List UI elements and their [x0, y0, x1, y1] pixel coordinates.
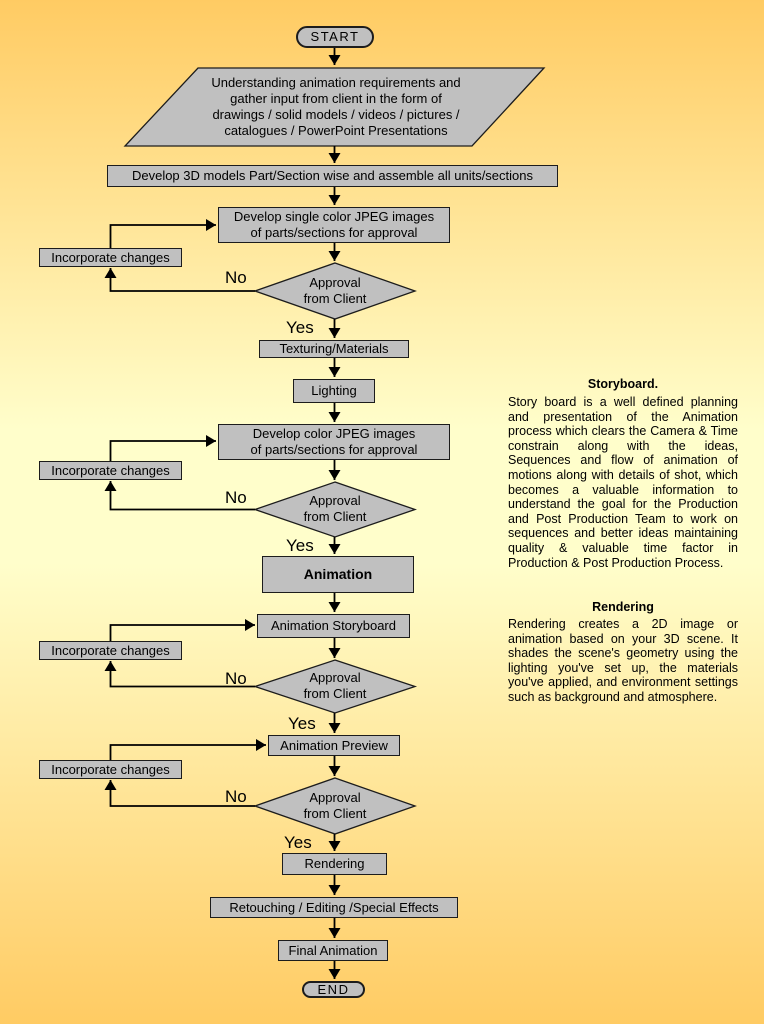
yes-label-1: Yes [286, 318, 314, 337]
animation-preview-node: Animation Preview [268, 735, 400, 756]
single-color-jpeg-node: Develop single color JPEG images of part… [218, 207, 450, 243]
rendering-node: Rendering [282, 853, 387, 875]
incorporate-changes-node-4: Incorporate changes [39, 760, 182, 779]
color-jpeg-node: Develop color JPEG images of parts/secti… [218, 424, 450, 460]
texturing-materials-node: Texturing/Materials [259, 340, 409, 358]
retry-connector [109, 619, 255, 641]
develop-3d-models-node: Develop 3D models Part/Section wise and … [107, 165, 558, 187]
rendering-note-heading: Rendering [592, 600, 654, 614]
approval-label-1: Approval from Client [303, 274, 367, 306]
yes-label-3: Yes [288, 714, 316, 733]
approval-label-3: Approval from Client [303, 669, 367, 701]
requirements-node-label: Understanding animation requirements and… [211, 74, 461, 139]
no-connector [104, 780, 255, 807]
no-label-2: No [225, 488, 247, 507]
rendering-note-body: Rendering creates a 2D image or animatio… [508, 617, 738, 704]
animation-node: Animation [262, 556, 414, 593]
flow-connectors [104, 48, 341, 979]
incorporate-changes-node-1: Incorporate changes [39, 248, 182, 267]
retry-connector [109, 739, 266, 760]
no-label-3: No [225, 669, 247, 688]
storyboard-note-body: Story board is a well defined planning a… [508, 395, 738, 570]
no-label-4: No [225, 787, 247, 806]
no-connector [104, 661, 255, 688]
end-node: END [302, 981, 365, 998]
no-connector [104, 268, 255, 292]
start-node: START [296, 26, 374, 48]
retry-connector [109, 435, 216, 461]
input-parallelogram-shape [123, 67, 546, 147]
retouching-node: Retouching / Editing /Special Effects [210, 897, 458, 918]
approval-label-4: Approval from Client [303, 789, 367, 821]
no-connector [104, 481, 255, 511]
approval-label-2: Approval from Client [303, 492, 367, 524]
no-label-1: No [225, 268, 247, 287]
yes-label-4: Yes [284, 833, 312, 852]
lighting-node: Lighting [293, 379, 375, 403]
retry-connector [109, 219, 216, 248]
storyboard-note-heading: Storyboard. [587, 377, 659, 391]
incorporate-changes-node-3: Incorporate changes [39, 641, 182, 660]
incorporate-changes-node-2: Incorporate changes [39, 461, 182, 480]
yes-label-2: Yes [286, 536, 314, 555]
final-animation-node: Final Animation [278, 940, 388, 961]
animation-storyboard-node: Animation Storyboard [257, 614, 410, 638]
